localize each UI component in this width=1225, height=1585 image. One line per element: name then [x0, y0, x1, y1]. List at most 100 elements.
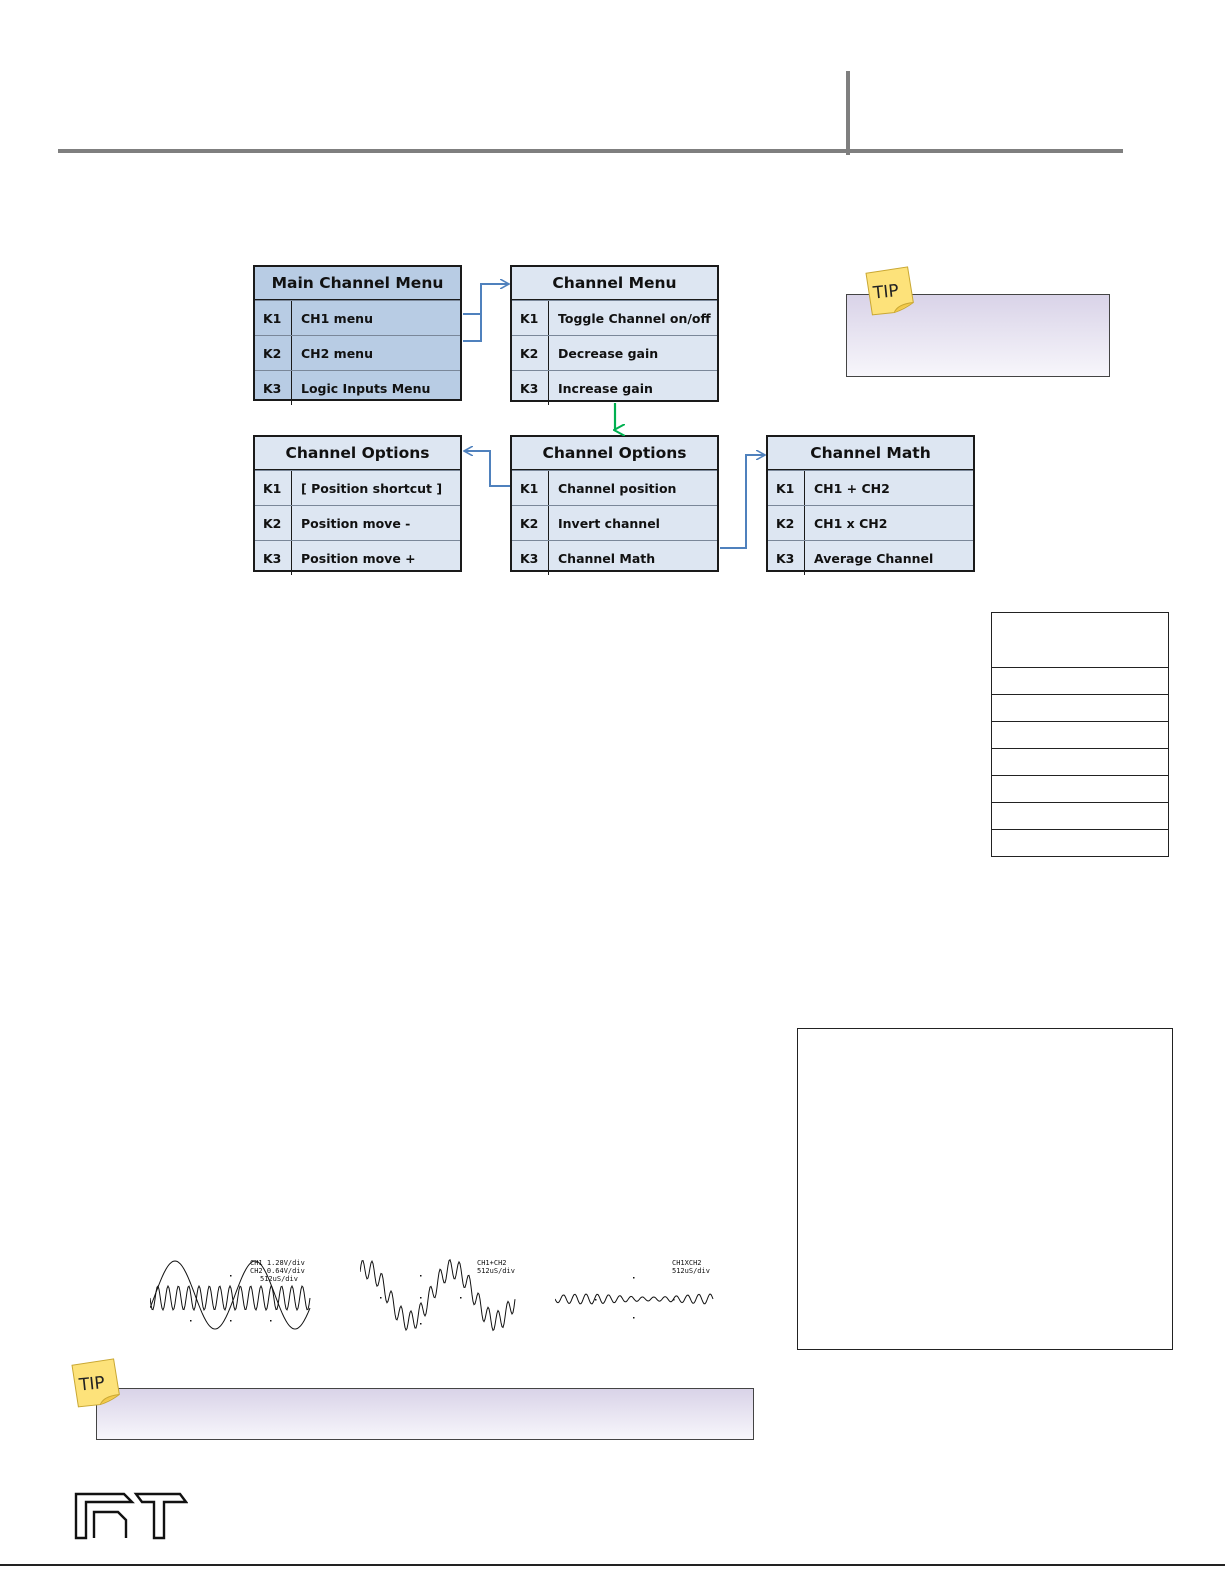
menu-key: K2: [255, 336, 292, 370]
menu-title: Channel Options: [512, 437, 717, 470]
menu-row[interactable]: K2 Decrease gain: [512, 335, 717, 370]
menu-key: K1: [512, 471, 549, 505]
menu-row[interactable]: K1 [ Position shortcut ]: [255, 470, 460, 505]
menu-label: Channel position: [558, 480, 677, 496]
scope-text-line: 512uS/div: [260, 1275, 298, 1283]
menu-key: K2: [255, 506, 292, 540]
scope-text-line: 512uS/div: [477, 1267, 515, 1275]
trace-ch2: [150, 1284, 311, 1312]
menu-label: Channel Math: [558, 550, 656, 566]
scope-text-line: CH2 0.64V/div: [250, 1267, 305, 1275]
table-cell: [992, 613, 1168, 667]
table-cell: [992, 775, 1168, 802]
svg-text:TIP: TIP: [77, 1373, 106, 1396]
svg-text:TIP: TIP: [871, 281, 900, 304]
menu-connectors: [463, 0, 1225, 549]
grid-dot: [230, 1320, 232, 1322]
menu-row[interactable]: K1 Toggle Channel on/off: [512, 300, 717, 335]
table-cell: [992, 802, 1168, 829]
grid-dot: [270, 1320, 272, 1322]
table-cell: [992, 829, 1168, 856]
scope-text-line: 512uS/div: [672, 1267, 710, 1275]
menu-title: Channel Options: [255, 437, 460, 470]
scope-text-line: CH1 1.28V/div: [250, 1259, 305, 1267]
sidebar-frame: [797, 1028, 1173, 1350]
arrow-position-to-options-left: [465, 451, 510, 487]
grid-dot: [633, 1317, 635, 1319]
menu-title: Channel Math: [768, 437, 973, 470]
menu-row[interactable]: K3 Logic Inputs Menu: [255, 370, 460, 405]
trace-sum: [360, 1258, 516, 1332]
scope-capture-product: CH1XCH2 512uS/div: [555, 1259, 714, 1319]
menu-row[interactable]: K1 CH1 + CH2: [768, 470, 973, 505]
menu-row[interactable]: K2 Invert channel: [512, 505, 717, 540]
scope-capture-sum: CH1+CH2 512uS/div: [360, 1258, 516, 1332]
menu-key: K3: [255, 541, 292, 575]
menu-label: Logic Inputs Menu: [301, 380, 431, 396]
grid-dot: [380, 1297, 382, 1299]
grid-dot: [420, 1275, 422, 1277]
menu-key: K2: [512, 336, 549, 370]
menu-label: CH2 menu: [301, 345, 373, 361]
menu-label: Decrease gain: [558, 345, 659, 361]
menu-label: Position move +: [301, 550, 416, 566]
trace-product: [555, 1293, 714, 1305]
channel-options-menu-left: Channel Options K1[ Position shortcut ] …: [253, 435, 462, 575]
grid-dot: [595, 1299, 597, 1301]
menu-label: Position move -: [301, 515, 411, 531]
trace-ch1: [150, 1260, 311, 1330]
arrow-ch2-to-channel-menu: [463, 314, 482, 342]
menu-row[interactable]: K2 CH1 x CH2: [768, 505, 973, 540]
menu-row[interactable]: K3 Position move +: [255, 540, 460, 575]
menu-key: K1: [768, 471, 805, 505]
menu-row[interactable]: K2 CH2 menu: [255, 335, 460, 370]
header-divider: [846, 71, 850, 155]
menu-row[interactable]: K3 Channel Math: [512, 540, 717, 575]
side-table: [991, 612, 1169, 857]
footer-rule: [0, 1564, 1225, 1566]
menu-label: [ Position shortcut ]: [301, 480, 443, 496]
grid-dot: [230, 1275, 232, 1277]
menu-key: K2: [768, 506, 805, 540]
table-cell: [992, 748, 1168, 775]
menu-row[interactable]: K1 CH1 menu: [255, 300, 460, 335]
tip-box-bottom: [96, 1388, 754, 1440]
menu-row[interactable]: K1 Channel position: [512, 470, 717, 505]
channel-menu: Channel Menu K1 Toggle Channel on/off K2 D…: [510, 265, 719, 405]
menu-label: CH1 + CH2: [814, 480, 890, 496]
grid-dot: [190, 1320, 192, 1322]
scope-capture-ch1-ch2: CH1 1.28V/div CH2 0.64V/div 512uS/div: [150, 1259, 311, 1330]
menu-label: Invert channel: [558, 515, 660, 531]
scope-text-line: CH1XCH2: [672, 1259, 702, 1267]
menu-key: K3: [512, 371, 549, 405]
arrow-ch1-to-channel-menu: [463, 284, 508, 315]
menu-key: K1: [255, 301, 292, 335]
tip-sticky-note-icon: TIP: [865, 266, 914, 316]
grid-dot: [633, 1277, 635, 1279]
menu-key: K1: [512, 301, 549, 335]
menu-row[interactable]: K2 Position move -: [255, 505, 460, 540]
grid-dot: [460, 1297, 462, 1299]
menu-label: CH1 menu: [301, 310, 373, 326]
menu-key: K3: [255, 371, 292, 405]
menu-key: K3: [512, 541, 549, 575]
menu-key: K2: [512, 506, 549, 540]
menu-label: Toggle Channel on/off: [558, 310, 711, 326]
menu-row[interactable]: K3 Increase gain: [512, 370, 717, 405]
grid-dot: [673, 1299, 675, 1301]
grid-dot: [420, 1323, 422, 1325]
header-rule: [58, 149, 1123, 153]
menu-key: K3: [768, 541, 805, 575]
tip-sticky-note-icon: TIP: [71, 1358, 120, 1408]
scope-text-line: CH1+CH2: [477, 1259, 507, 1267]
menu-label: Increase gain: [558, 380, 653, 396]
company-logo: [74, 1492, 188, 1540]
arrow-math-to-channel-math: [720, 455, 764, 549]
menu-title: Channel Menu: [512, 267, 717, 300]
table-cell: [992, 721, 1168, 748]
menu-label: CH1 x CH2: [814, 515, 888, 531]
menu-key: K1: [255, 471, 292, 505]
menu-title: Main Channel Menu: [255, 267, 460, 300]
